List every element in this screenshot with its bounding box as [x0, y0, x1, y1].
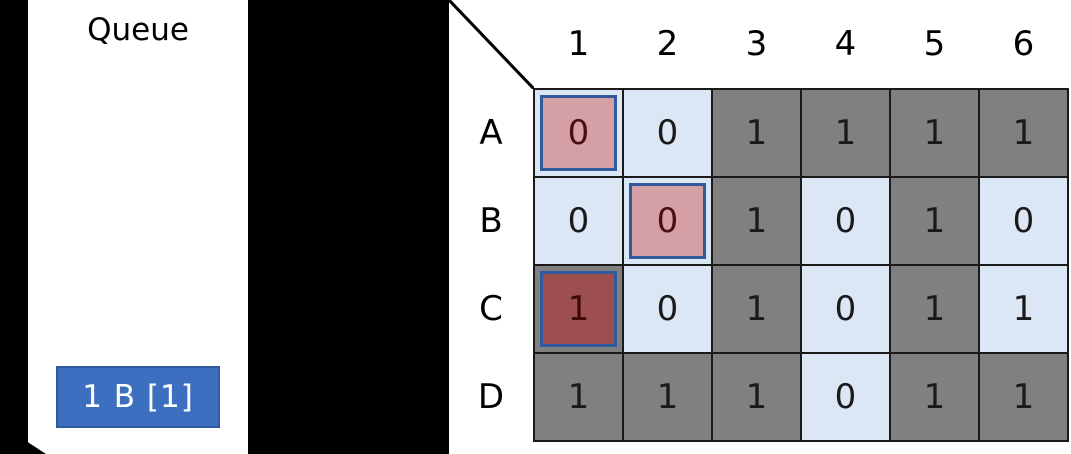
grid-cell[interactable]: 0: [800, 352, 891, 442]
grid-cell[interactable]: 1: [889, 264, 980, 354]
grid-cell[interactable]: 0: [622, 176, 713, 266]
grid-row-header: B: [449, 177, 534, 265]
grid-cell-highlight: 0: [540, 95, 617, 171]
grid-cell-value: 1: [567, 377, 590, 417]
grid-corner-cell: [449, 0, 534, 89]
grid-cell-value: 1: [923, 113, 946, 153]
queue-panel-title: Queue: [87, 12, 189, 48]
grid-row-header: A: [449, 89, 534, 177]
grid-cell[interactable]: 0: [978, 176, 1069, 266]
grid-cell[interactable]: 1: [711, 176, 802, 266]
grid-cell[interactable]: 1: [978, 88, 1069, 178]
grid-cell-value: 0: [1012, 201, 1035, 241]
grid-cell[interactable]: 1: [711, 88, 802, 178]
grid-cell[interactable]: 1: [800, 88, 891, 178]
grid-cell-highlight: 0: [629, 183, 706, 259]
queue-item-list: 1 B [1]: [28, 60, 248, 428]
grid-cell[interactable]: 0: [533, 176, 624, 266]
grid-cell[interactable]: 1: [533, 264, 624, 354]
grid-cell-highlight: 1: [540, 271, 617, 347]
grid-cell-value: 1: [834, 113, 857, 153]
grid-cell[interactable]: 0: [622, 88, 713, 178]
grid-cell[interactable]: 1: [533, 352, 624, 442]
grid-cell[interactable]: 1: [889, 352, 980, 442]
grid-cell-value: 1: [745, 113, 768, 153]
grid-cell[interactable]: 1: [978, 352, 1069, 442]
grid-cell[interactable]: 1: [978, 264, 1069, 354]
queue-panel: Queue 1 B [1]: [28, 0, 248, 454]
grid-cell-value: 1: [656, 377, 679, 417]
grid-cell-value: 1: [745, 377, 768, 417]
grid-column-header: 1: [534, 0, 623, 89]
grid-column-header: 2: [623, 0, 712, 89]
grid-cell-value: 1: [745, 289, 768, 329]
grid-cell-value: 1: [745, 201, 768, 241]
queue-item[interactable]: 1 B [1]: [56, 366, 220, 428]
corner-diagonal-icon: [449, 0, 534, 89]
grid-cell-value: 0: [834, 201, 857, 241]
grid-cell-value: 0: [656, 113, 679, 153]
grid-row-header: D: [449, 353, 534, 441]
grid-cell[interactable]: 1: [711, 264, 802, 354]
grid-cell[interactable]: 1: [889, 176, 980, 266]
grid-cell-value: 1: [1012, 377, 1035, 417]
grid-cell-value: 1: [1012, 289, 1035, 329]
grid-column-header: 5: [890, 0, 979, 89]
grid-cell[interactable]: 1: [622, 352, 713, 442]
grid-cell[interactable]: 0: [622, 264, 713, 354]
grid-cell-value: 1: [1012, 113, 1035, 153]
grid-cell[interactable]: 0: [533, 88, 624, 178]
grid-cell-value: 0: [834, 377, 857, 417]
grid-column-header: 6: [979, 0, 1068, 89]
grid-cell-value: 1: [923, 201, 946, 241]
grid-cell-value: 0: [656, 289, 679, 329]
grid-column-header: 4: [801, 0, 890, 89]
grid-cell[interactable]: 1: [889, 88, 980, 178]
grid-cell[interactable]: 1: [711, 352, 802, 442]
grid-row-header: C: [449, 265, 534, 353]
grid-cell-value: 0: [834, 289, 857, 329]
grid-cell-value: 1: [923, 377, 946, 417]
grid-cell[interactable]: 0: [800, 264, 891, 354]
grid-cell-value: 0: [567, 201, 590, 241]
grid-column-header: 3: [712, 0, 801, 89]
grid-cell-value: 1: [923, 289, 946, 329]
grid-cell[interactable]: 0: [800, 176, 891, 266]
